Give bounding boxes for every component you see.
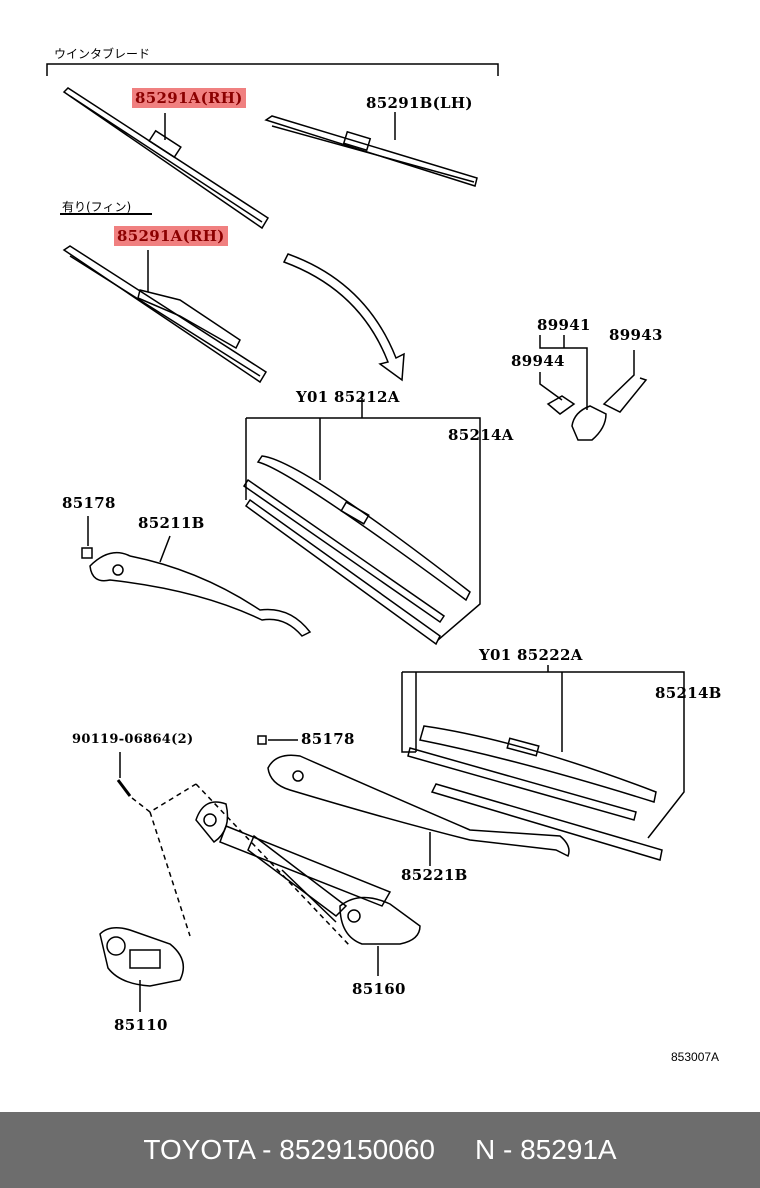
label-89943[interactable]: 89943 [609,326,663,344]
label-85291b-lh[interactable]: 85291B(LH) [366,94,473,112]
label-85214a[interactable]: 85214A [448,426,514,444]
footer-bar: TOYOTA - 8529150060 N - 85291A [0,1112,760,1188]
label-90119-06864[interactable]: 90119-06864(2) [72,732,194,747]
label-85160[interactable]: 85160 [352,980,406,998]
label-y01-85212a[interactable]: Y01 85212A [296,388,400,406]
diagram-drawing [46,63,685,1012]
japanese-subheader-fin: 有り(フィン) [62,200,132,214]
footer-ref-number: N - 85291A [474,1134,617,1165]
diagram-reference-code: 853007A [671,1050,720,1064]
label-85291a-rh-2[interactable]: 85291A(RH) [114,226,228,246]
label-85221b[interactable]: 85221B [401,866,468,884]
wiper-blade-rh-fin[interactable] [62,245,268,384]
label-89941[interactable]: 89941 [537,316,591,334]
label-y01-85222a[interactable]: Y01 85222A [479,646,583,664]
label-85178-b[interactable]: 85178 [301,730,355,748]
wiper-motor-85110[interactable] [99,927,185,987]
wiper-arm-85221b[interactable] [267,754,570,858]
japanese-header-winter-blade: ウインタブレード [54,47,151,61]
label-85178-a[interactable]: 85178 [62,494,116,512]
label-85291a-rh-1[interactable]: 85291A(RH) [132,88,246,108]
label-85211b[interactable]: 85211B [138,514,205,532]
label-89944[interactable]: 89944 [511,352,565,370]
wiper-blade-85222a[interactable] [407,725,663,861]
arrow-icon [282,253,405,382]
wiper-linkage-85160[interactable] [195,801,421,945]
label-85214b[interactable]: 85214B [655,684,722,702]
wiper-blade-lh[interactable] [264,115,478,187]
wiper-blade-85212a[interactable] [242,455,471,646]
wiper-arm-85211b[interactable] [89,551,312,637]
wiper-blade-rh-winter[interactable] [62,87,270,230]
footer-part-number: TOYOTA - 8529150060 [143,1134,435,1165]
label-85110[interactable]: 85110 [114,1016,168,1034]
